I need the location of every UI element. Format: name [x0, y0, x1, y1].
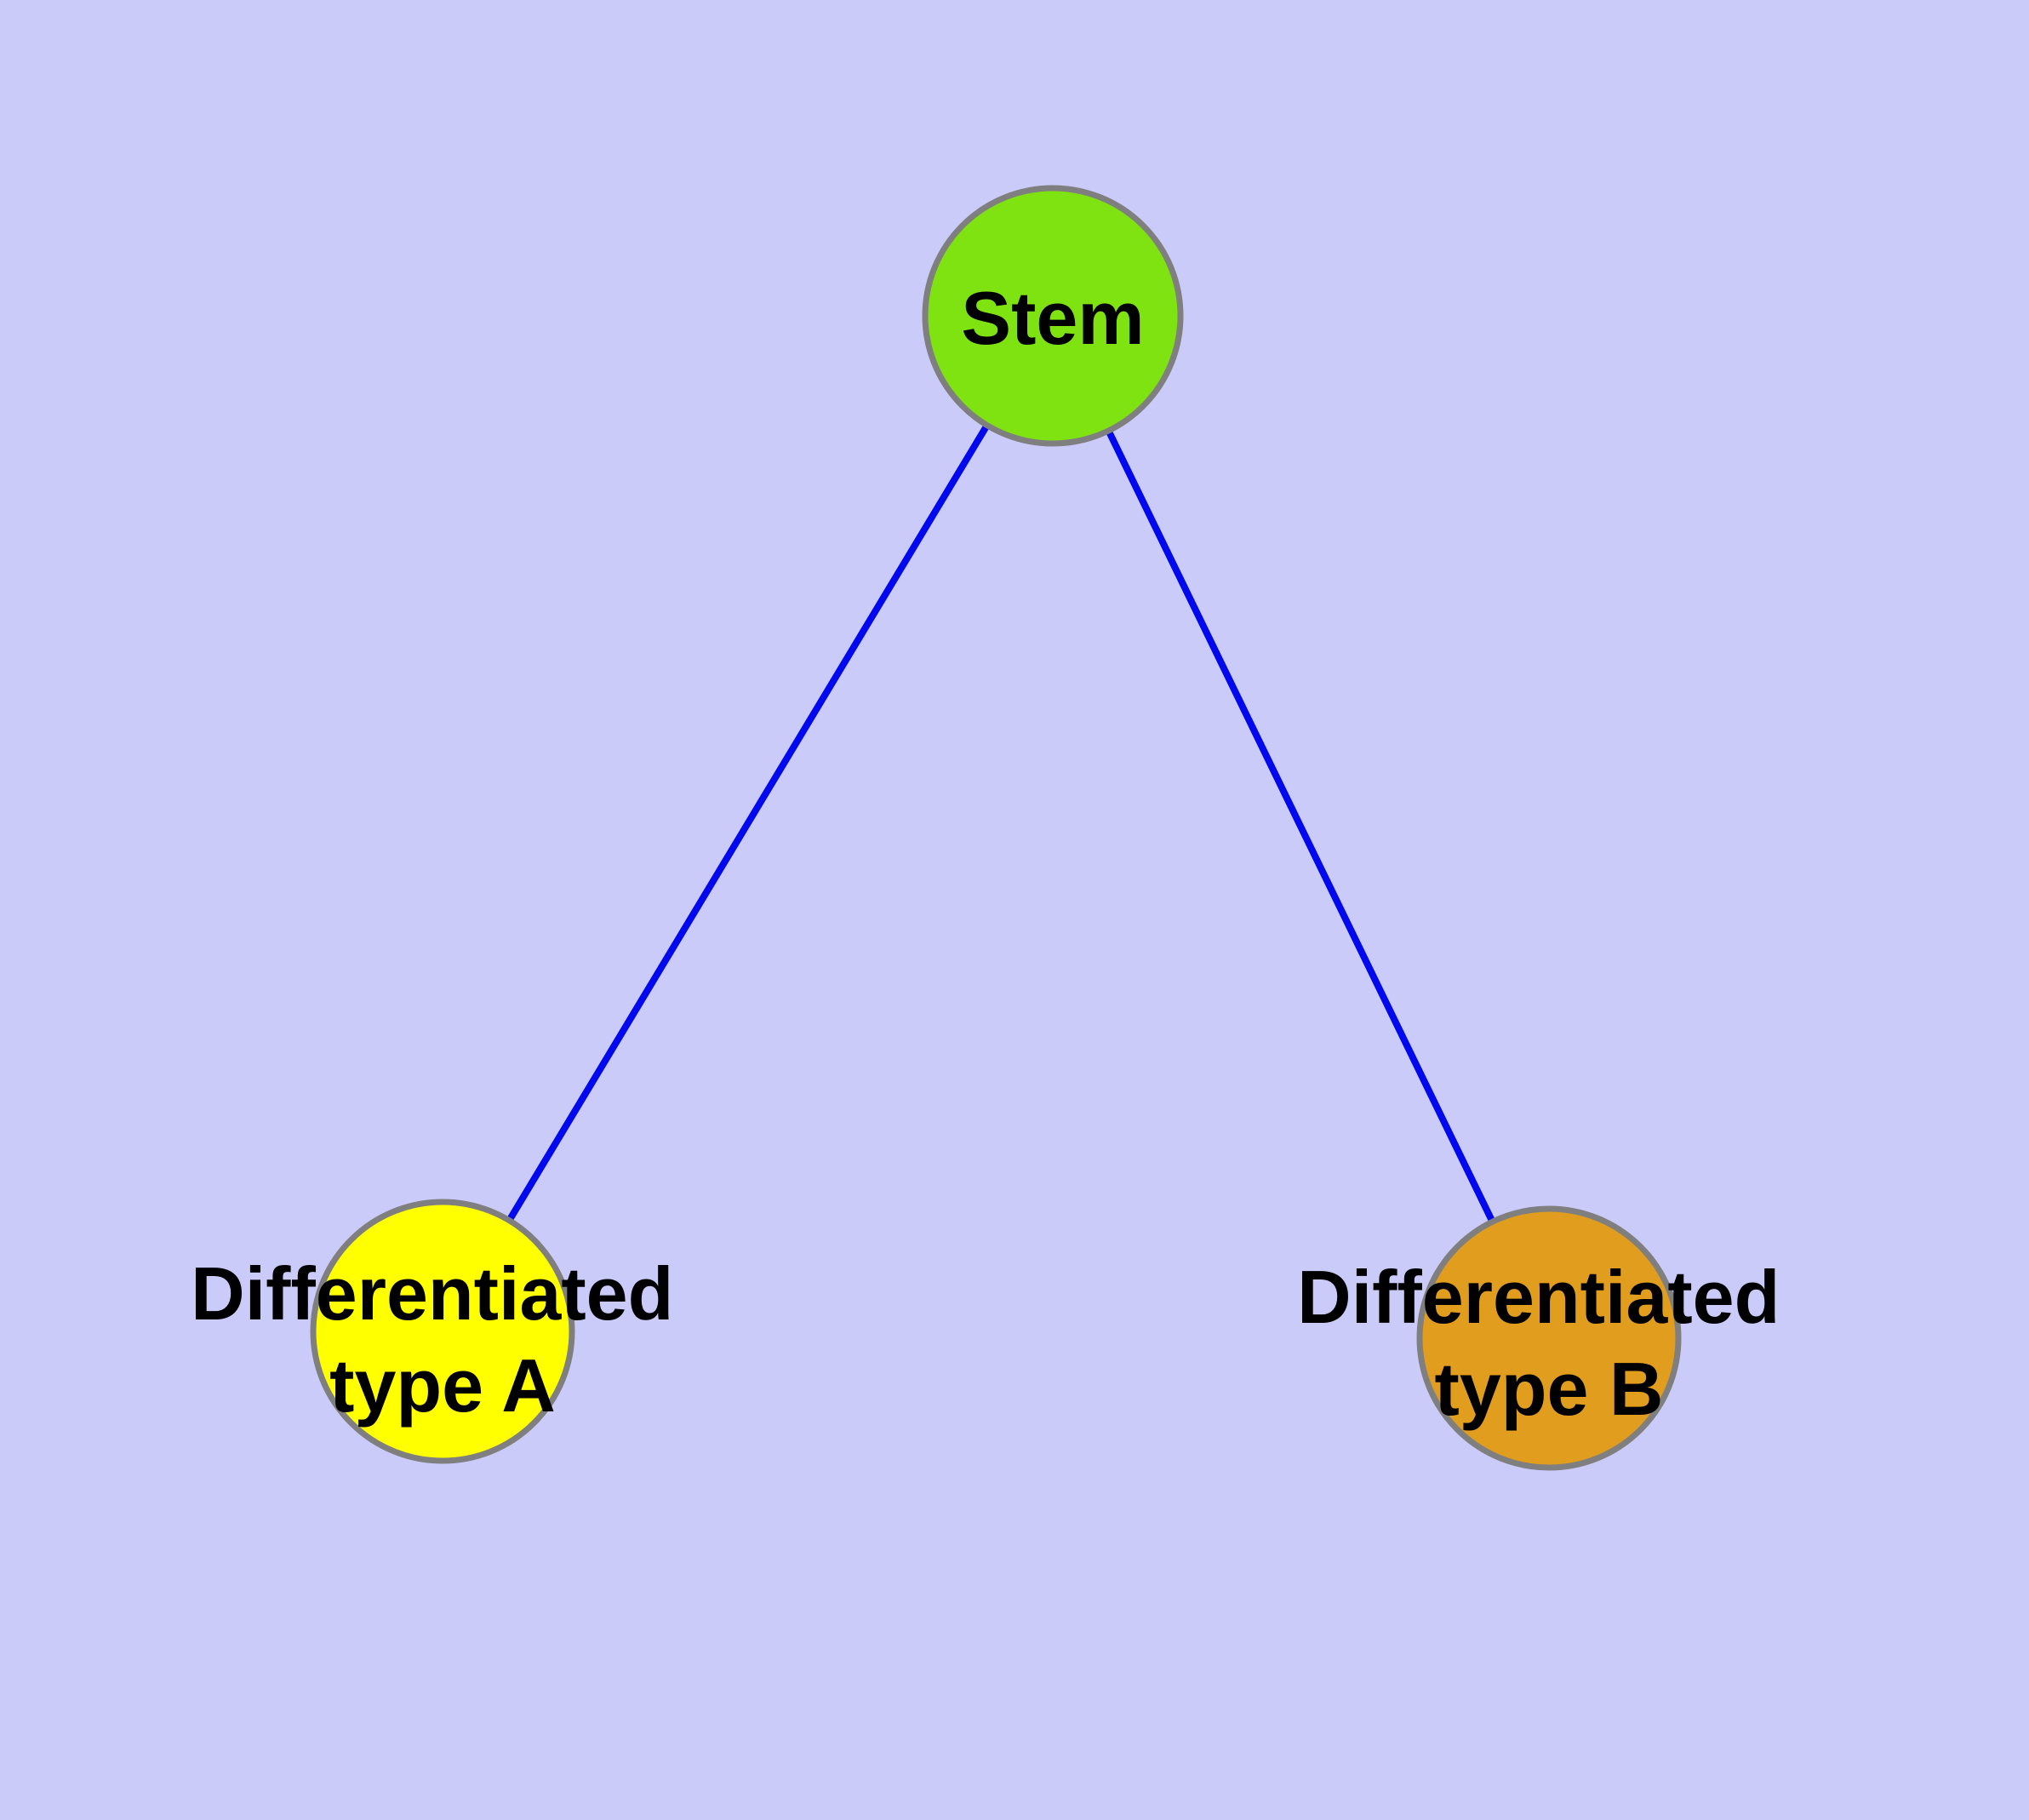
node-differentiated-type-a: Differentiated type A — [191, 1199, 694, 1464]
node-typeA-label-line1: Differentiated — [191, 1251, 673, 1336]
node-stem: Stem — [922, 185, 1184, 447]
node-stem-circle — [922, 185, 1184, 447]
node-typeB-label: Differentiated type B — [1297, 1255, 1801, 1431]
node-typeA-label-line2: type A — [329, 1343, 556, 1428]
node-typeA-label: Differentiated type A — [191, 1251, 694, 1428]
node-typeB-circle — [1416, 1205, 1682, 1471]
node-stem-label: Stem — [961, 276, 1144, 360]
node-typeB-label-line1: Differentiated — [1297, 1255, 1780, 1339]
edge-stem-to-typeB — [1049, 314, 1552, 1340]
node-typeA-circle — [310, 1199, 575, 1464]
node-typeB-label-line2: type B — [1435, 1347, 1664, 1431]
node-differentiated-type-b: Differentiated type B — [1297, 1205, 1801, 1471]
edge-stem-to-typeA — [439, 313, 1056, 1334]
